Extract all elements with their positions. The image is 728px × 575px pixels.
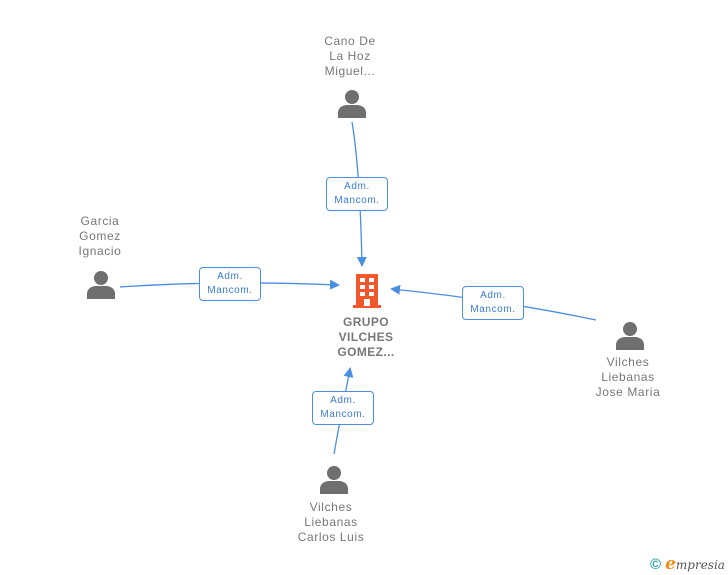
person-name-line: La Hoz	[329, 49, 371, 63]
relation-label-garcia[interactable]: Adm. Mancom.	[199, 267, 261, 301]
relation-line: Mancom.	[470, 304, 516, 315]
building-icon[interactable]	[353, 274, 381, 308]
relation-line: Adm.	[217, 271, 243, 282]
copyright-icon: ©	[650, 555, 662, 573]
relation-line: Mancom.	[334, 195, 380, 206]
empresia-watermark: © empresia	[650, 554, 725, 574]
person-icon[interactable]	[86, 269, 116, 299]
person-name-line: Vilches	[606, 355, 650, 369]
person-name-carlos[interactable]: Vilches Liebanas Carlos Luis	[281, 500, 381, 545]
relation-line: Adm.	[344, 181, 370, 192]
person-name-garcia[interactable]: Garcia Gomez Ignacio	[50, 214, 150, 259]
person-name-line: Vilches	[309, 500, 353, 514]
relation-line: Mancom.	[207, 285, 253, 296]
person-icon[interactable]	[319, 464, 349, 494]
person-name-line: Liebanas	[304, 515, 358, 529]
relation-line: Adm.	[480, 290, 506, 301]
relation-label-carlos[interactable]: Adm. Mancom.	[312, 391, 374, 425]
brand-logo: empresia	[665, 554, 725, 574]
company-name-line: VILCHES	[338, 330, 394, 344]
relation-label-jose[interactable]: Adm. Mancom.	[462, 286, 524, 320]
person-name-line: Ignacio	[78, 244, 122, 258]
person-name-line: Liebanas	[601, 370, 655, 384]
brand-initial: e	[665, 554, 676, 574]
person-name-line: Carlos Luis	[297, 530, 365, 544]
relation-label-cano[interactable]: Adm. Mancom.	[326, 177, 388, 211]
company-name-line: GRUPO	[342, 315, 389, 329]
relation-line: Adm.	[330, 395, 356, 406]
person-name-line: Cano De	[324, 34, 376, 48]
person-name-line: Gomez	[79, 229, 121, 243]
person-icon[interactable]	[337, 88, 367, 118]
company-name[interactable]: GRUPO VILCHES GOMEZ...	[326, 315, 406, 360]
person-name-cano[interactable]: Cano De La Hoz Miguel...	[300, 34, 400, 79]
person-name-jose[interactable]: Vilches Liebanas Jose Maria	[578, 355, 678, 400]
person-name-line: Garcia	[80, 214, 120, 228]
person-icon[interactable]	[615, 320, 645, 350]
person-name-line: Miguel...	[324, 64, 376, 78]
brand-rest: mpresia	[675, 558, 725, 572]
company-name-line: GOMEZ...	[337, 345, 395, 359]
relation-line: Mancom.	[320, 409, 366, 420]
person-name-line: Jose Maria	[595, 385, 661, 399]
